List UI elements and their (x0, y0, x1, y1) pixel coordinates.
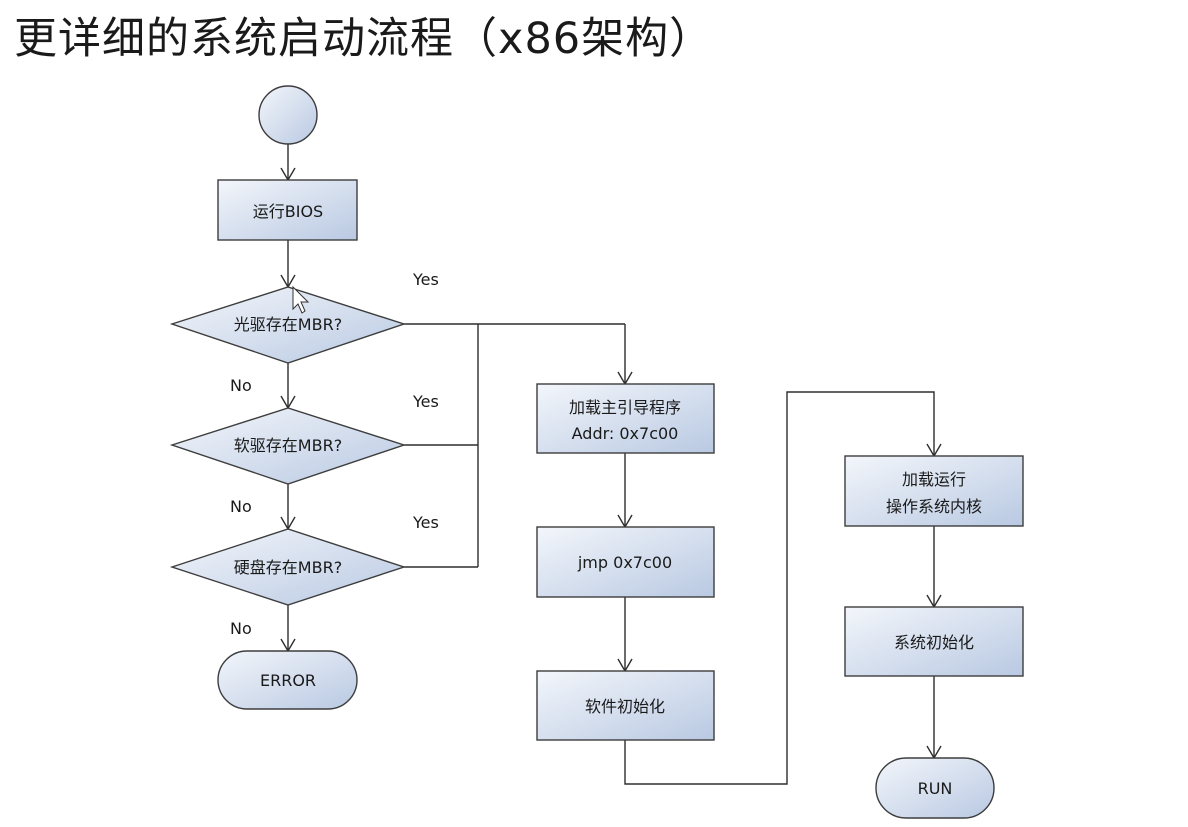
node-load-kernel-line2: 操作系统内核 (886, 497, 982, 516)
decision-disk-mbr (169, 528, 407, 606)
node-jmp (536, 526, 715, 598)
label-cdrom-yes: Yes (412, 270, 439, 289)
decision-floppy-mbr-label: 软驱存在MBR? (234, 436, 342, 455)
slide-title: 更详细的系统启动流程（x86架构） (14, 14, 714, 64)
terminal-run (875, 757, 995, 819)
mouse-cursor-icon (292, 285, 310, 314)
node-load-kernel (844, 455, 1024, 527)
edge-softinit-to-kernel (624, 391, 935, 785)
decision-cdrom-mbr-label: 光驱存在MBR? (234, 315, 342, 334)
decision-disk-mbr-label: 硬盘存在MBR? (234, 558, 342, 577)
node-software-init-label: 软件初始化 (585, 697, 665, 716)
node-jmp-label: jmp 0x7c00 (577, 553, 672, 572)
node-system-init-label: 系统初始化 (894, 633, 974, 652)
decision-floppy-mbr (169, 407, 407, 485)
terminal-run-label: RUN (918, 779, 953, 798)
start-node (258, 85, 318, 145)
decision-cdrom-mbr (169, 286, 407, 364)
terminal-error (217, 650, 358, 710)
node-software-init (536, 670, 715, 741)
node-system-init (844, 606, 1024, 677)
label-cdrom-no: No (230, 376, 252, 395)
label-disk-yes: Yes (412, 513, 439, 532)
terminal-error-label: ERROR (260, 671, 316, 690)
node-load-bootloader-line1: 加载主引导程序 (569, 398, 681, 417)
label-disk-no: No (230, 619, 252, 638)
node-load-bootloader-line2: Addr: 0x7c00 (572, 424, 679, 443)
node-run-bios-label: 运行BIOS (253, 202, 323, 221)
node-load-bootloader (536, 383, 715, 454)
label-floppy-no: No (230, 497, 252, 516)
node-load-kernel-line1: 加载运行 (902, 470, 966, 489)
label-floppy-yes: Yes (412, 392, 439, 411)
node-run-bios (217, 179, 358, 241)
